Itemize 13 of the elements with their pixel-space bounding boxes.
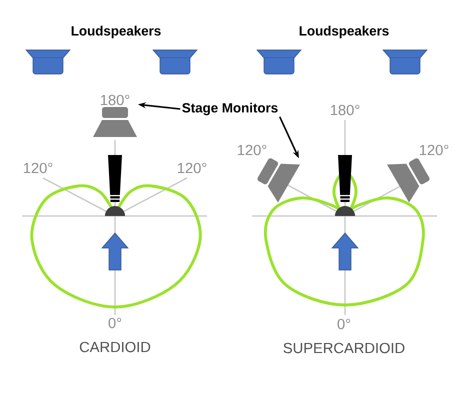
stage-monitor-icon (258, 158, 300, 203)
pattern-name: CARDIOID (80, 342, 150, 352)
pattern-name: SUPERCARDIOID (284, 342, 404, 354)
stage-monitor-icon (387, 158, 430, 203)
heading-label: Loudspeakers (72, 26, 161, 38)
heading-label: Loudspeakers (300, 26, 389, 38)
angle-label: 180° (330, 104, 360, 116)
angle-label: 0° (108, 318, 122, 328)
callout-text: Stage Monitors (182, 102, 278, 116)
angle-label: 120° (178, 162, 206, 174)
angle-label: 0° (338, 318, 350, 330)
angle-label: 120° (24, 162, 52, 174)
stage-monitor-icon (93, 107, 137, 137)
